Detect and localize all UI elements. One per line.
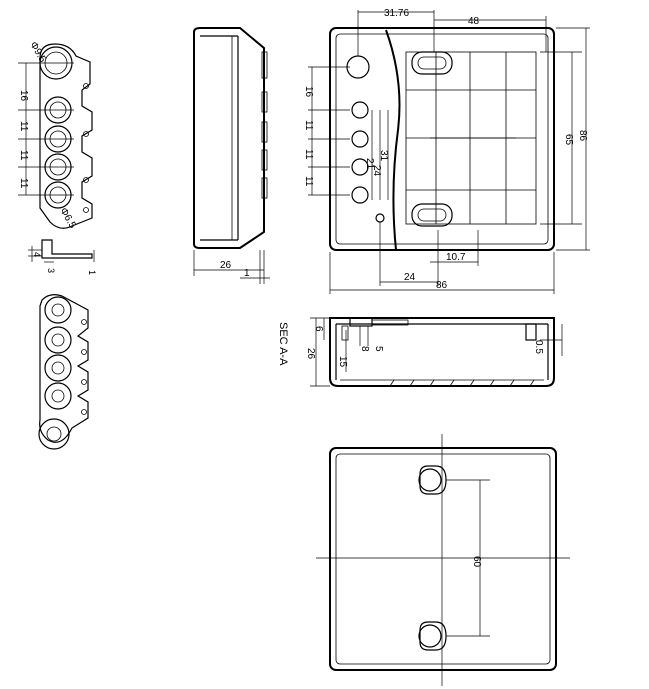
dim-side-depth: 26 xyxy=(220,260,232,271)
dim-front-pitch-3: 11 xyxy=(303,176,314,187)
clip-detail-view: 4 3 1 xyxy=(28,239,97,275)
dim-front-height-outer: 86 xyxy=(577,130,588,142)
section-a-a-view: SEC A-A 6 26 15 8 5 xyxy=(277,317,563,387)
section-hatch xyxy=(389,379,535,387)
dim-sec-15: 15 xyxy=(337,356,348,368)
dim-back-spacing: 60 xyxy=(471,556,482,568)
dim-front-offset-c: 31 xyxy=(378,150,389,162)
dim-front-offset-b: 24 xyxy=(371,165,382,177)
dim-side-lip: 1 xyxy=(244,268,250,279)
dim-d-small: Φ6.5 xyxy=(57,206,78,231)
dim-front-pitch-1: 11 xyxy=(303,120,314,131)
dim-pitch-first: 16 xyxy=(18,90,29,102)
dim-front-width-b: 48 xyxy=(468,16,480,27)
dim-clip-t1: 1 xyxy=(87,270,97,275)
side-view: 26 1 xyxy=(193,27,270,284)
dim-front-bottom-b: 10.7 xyxy=(446,252,466,263)
button-membrane-view: Φ9.5 16 11 11 11 Φ6.5 xyxy=(18,40,93,231)
dim-pitch-1: 11 xyxy=(18,121,29,132)
dim-sec-6: 6 xyxy=(313,326,324,332)
section-title: SEC A-A xyxy=(277,322,289,366)
dim-front-bottom-a: 24 xyxy=(404,272,416,283)
dim-front-pitch-2: 11 xyxy=(303,149,314,160)
dim-sec-26: 26 xyxy=(305,348,316,360)
dim-front-width-a: 31.76 xyxy=(384,8,409,19)
dim-front-pitch-first: 16 xyxy=(303,86,314,98)
back-view: 60 xyxy=(316,434,570,686)
dim-sec-05: 0.5 xyxy=(533,340,544,354)
dim-front-height-inner: 65 xyxy=(563,134,574,146)
front-view: 31.76 48 16 11 11 11 21 24 31 65 86 24 1… xyxy=(303,8,590,294)
dim-front-width-total: 86 xyxy=(436,280,448,291)
dim-clip-w3: 3 xyxy=(46,268,56,273)
dim-sec-5: 5 xyxy=(373,346,384,352)
dim-sec-8: 8 xyxy=(359,346,370,352)
dim-clip-h4: 4 xyxy=(32,252,42,257)
dim-pitch-3: 11 xyxy=(18,178,29,189)
dim-pitch-2: 11 xyxy=(18,150,29,161)
dim-front-offset-a: 21 xyxy=(364,158,375,170)
key-membrane-view xyxy=(38,294,89,450)
